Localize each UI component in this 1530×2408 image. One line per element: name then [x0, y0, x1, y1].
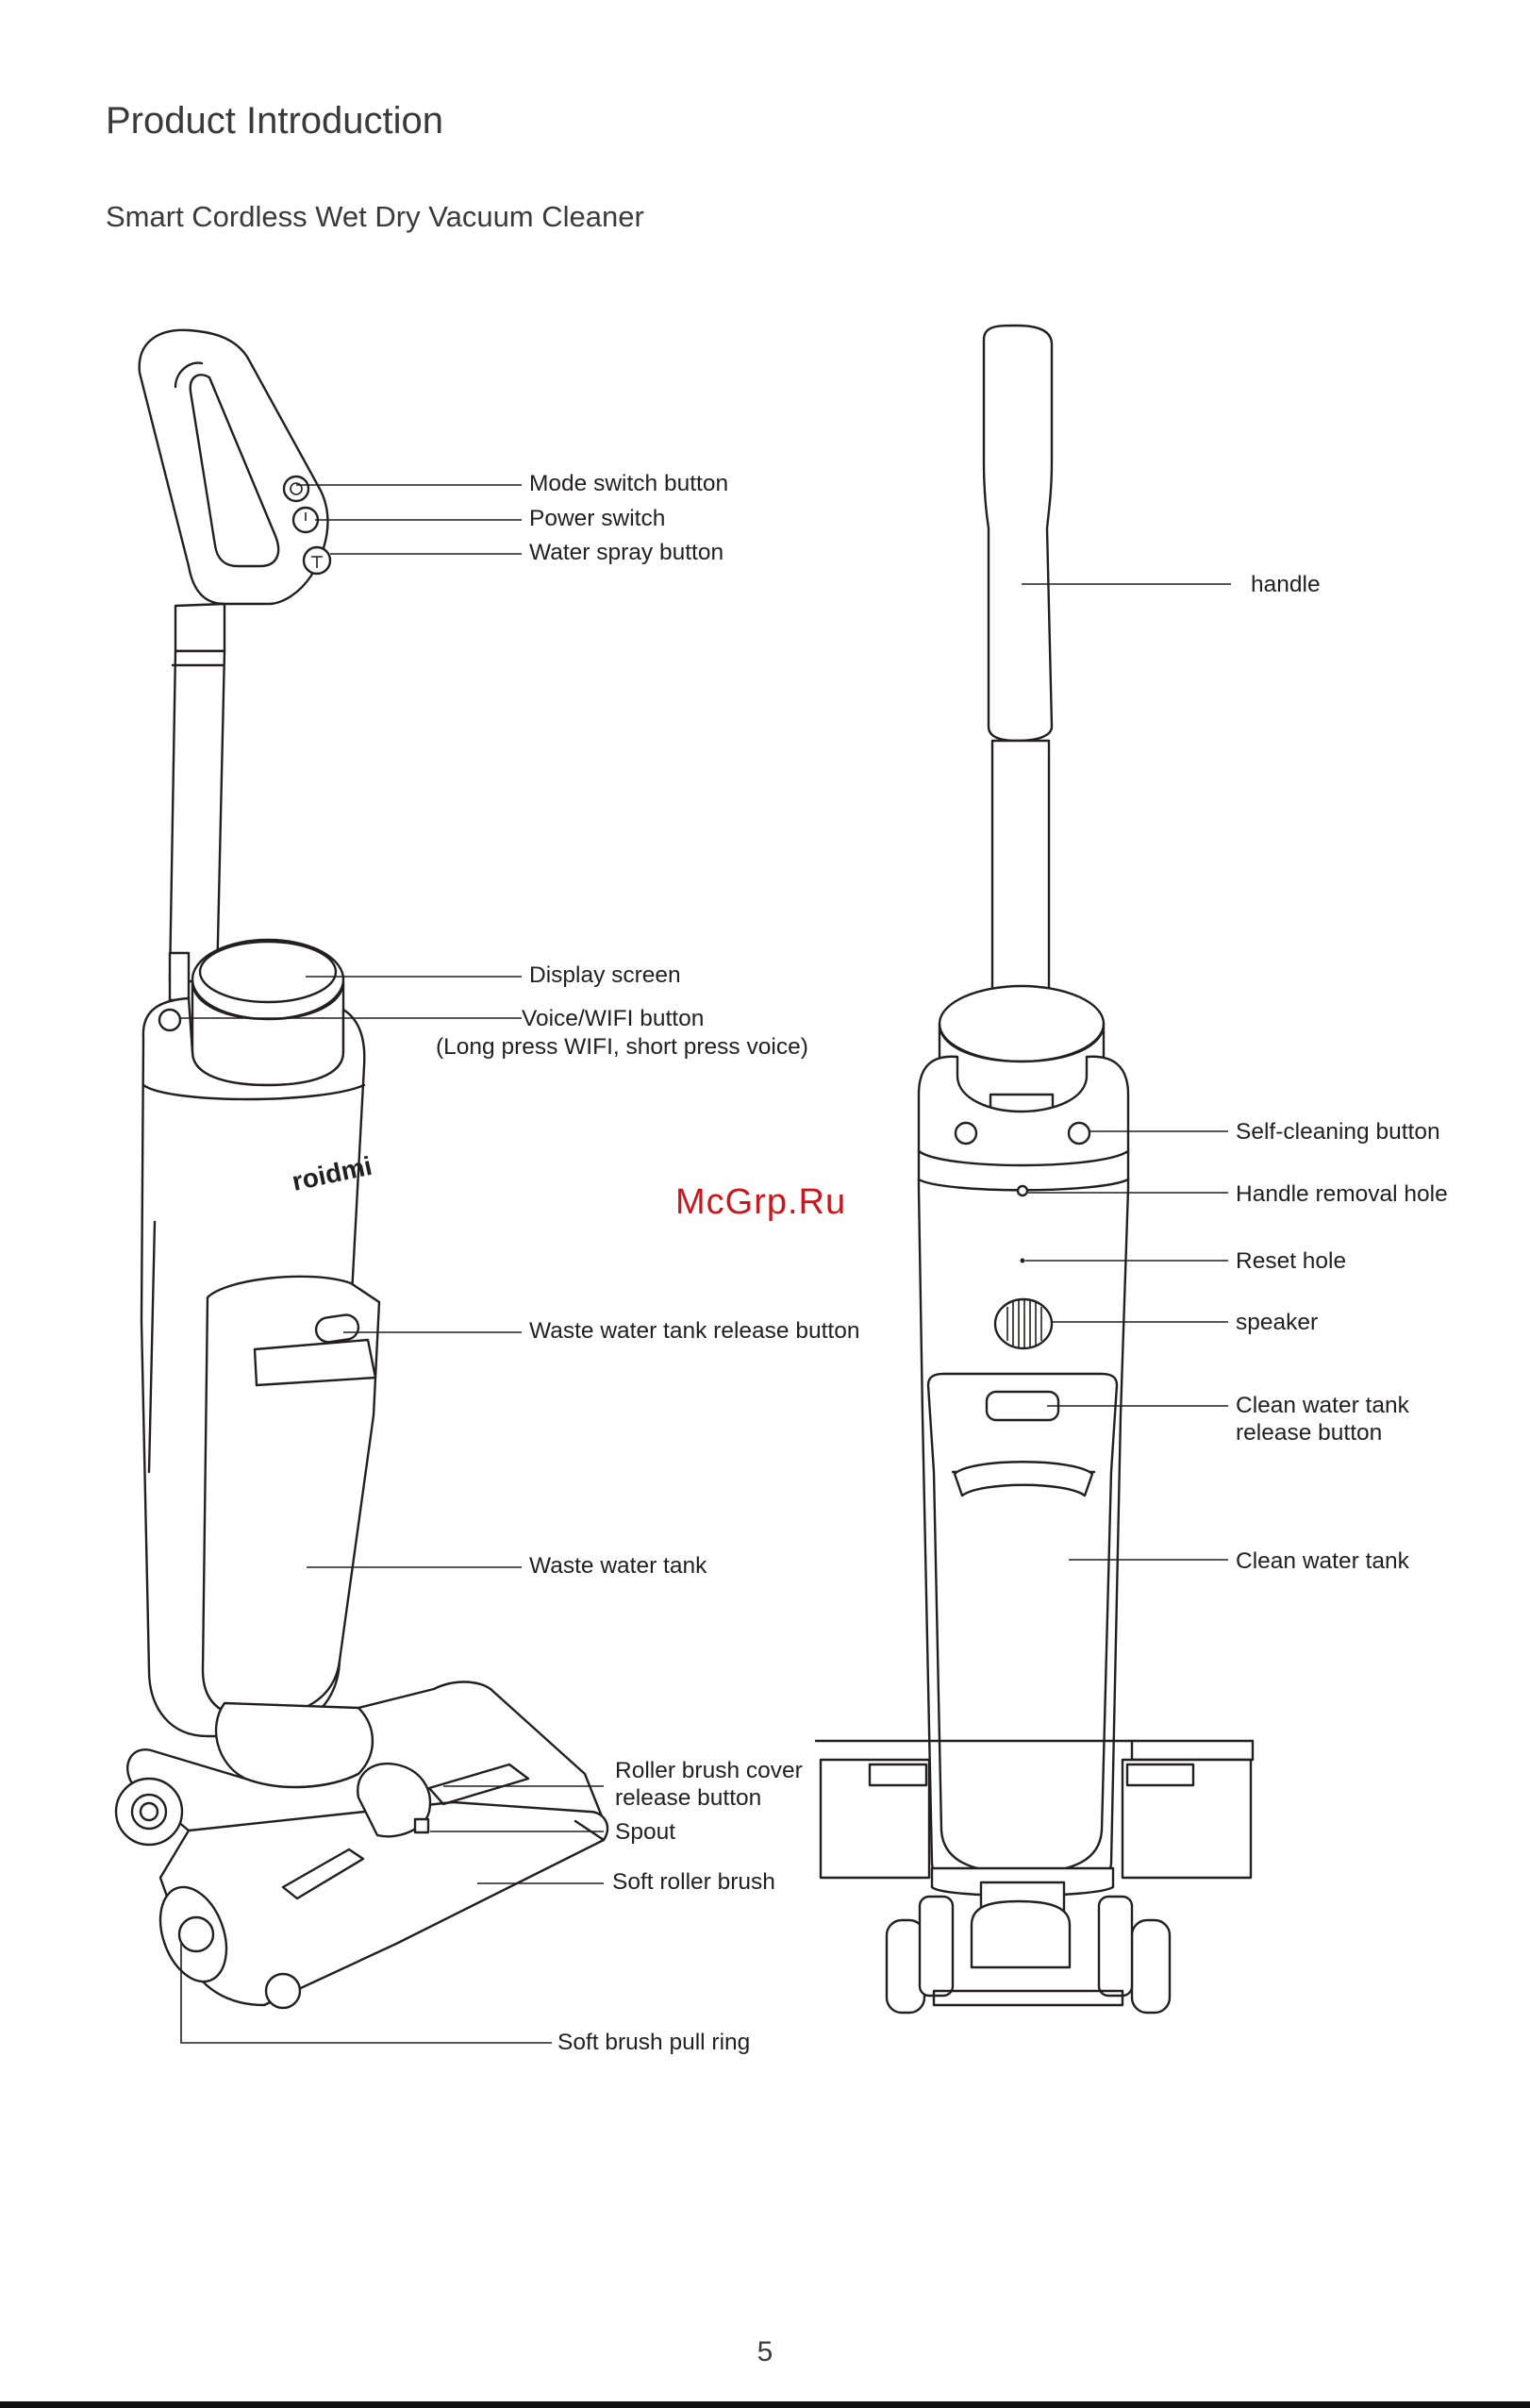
page-number: 5: [757, 2336, 773, 2367]
product-name: Smart Cordless Wet Dry Vacuum Cleaner: [106, 200, 644, 233]
label-roller-brush-cover: Roller brush cover: [615, 1758, 803, 1783]
bottom-rule: [0, 2401, 1530, 2408]
label-clean-water-tank: Clean water tank: [1236, 1548, 1409, 1574]
label-spout: Spout: [615, 1819, 676, 1845]
label-display-screen: Display screen: [529, 962, 681, 988]
back-view-leaders: [1022, 583, 1231, 1561]
label-handle: handle: [1251, 572, 1321, 597]
page-title: Product Introduction: [106, 100, 443, 142]
label-water-spray-button: Water spray button: [529, 540, 724, 565]
front-view-illustration: roidmi: [114, 328, 609, 2010]
label-waste-water-tank-release-button: Waste water tank release button: [529, 1318, 860, 1344]
label-speaker: speaker: [1236, 1310, 1319, 1335]
label-mode-switch-button: Mode switch button: [529, 471, 729, 496]
label-power-switch: Power switch: [529, 506, 666, 531]
label-handle-removal-hole: Handle removal hole: [1236, 1181, 1448, 1207]
watermark: McGrp.Ru: [675, 1182, 847, 1222]
label-reset-hole: Reset hole: [1236, 1248, 1347, 1274]
label-clean-water-tank-release: Clean water tank: [1236, 1393, 1409, 1418]
label-roller-brush-cover-release: release button: [615, 1785, 762, 1811]
label-voice-wifi-note: (Long press WIFI, short press voice): [436, 1034, 808, 1060]
label-soft-roller-brush: Soft roller brush: [612, 1869, 775, 1895]
label-clean-water-tank-release-2: release button: [1236, 1420, 1383, 1446]
label-voice-wifi-button: Voice/WIFI button: [522, 1006, 705, 1031]
back-view-illustration: [814, 324, 1255, 2015]
front-view-leaders: [180, 484, 604, 2044]
label-waste-water-tank: Waste water tank: [529, 1553, 707, 1579]
label-self-cleaning-button: Self-cleaning button: [1236, 1119, 1440, 1145]
label-soft-brush-pull-ring: Soft brush pull ring: [557, 2030, 751, 2055]
